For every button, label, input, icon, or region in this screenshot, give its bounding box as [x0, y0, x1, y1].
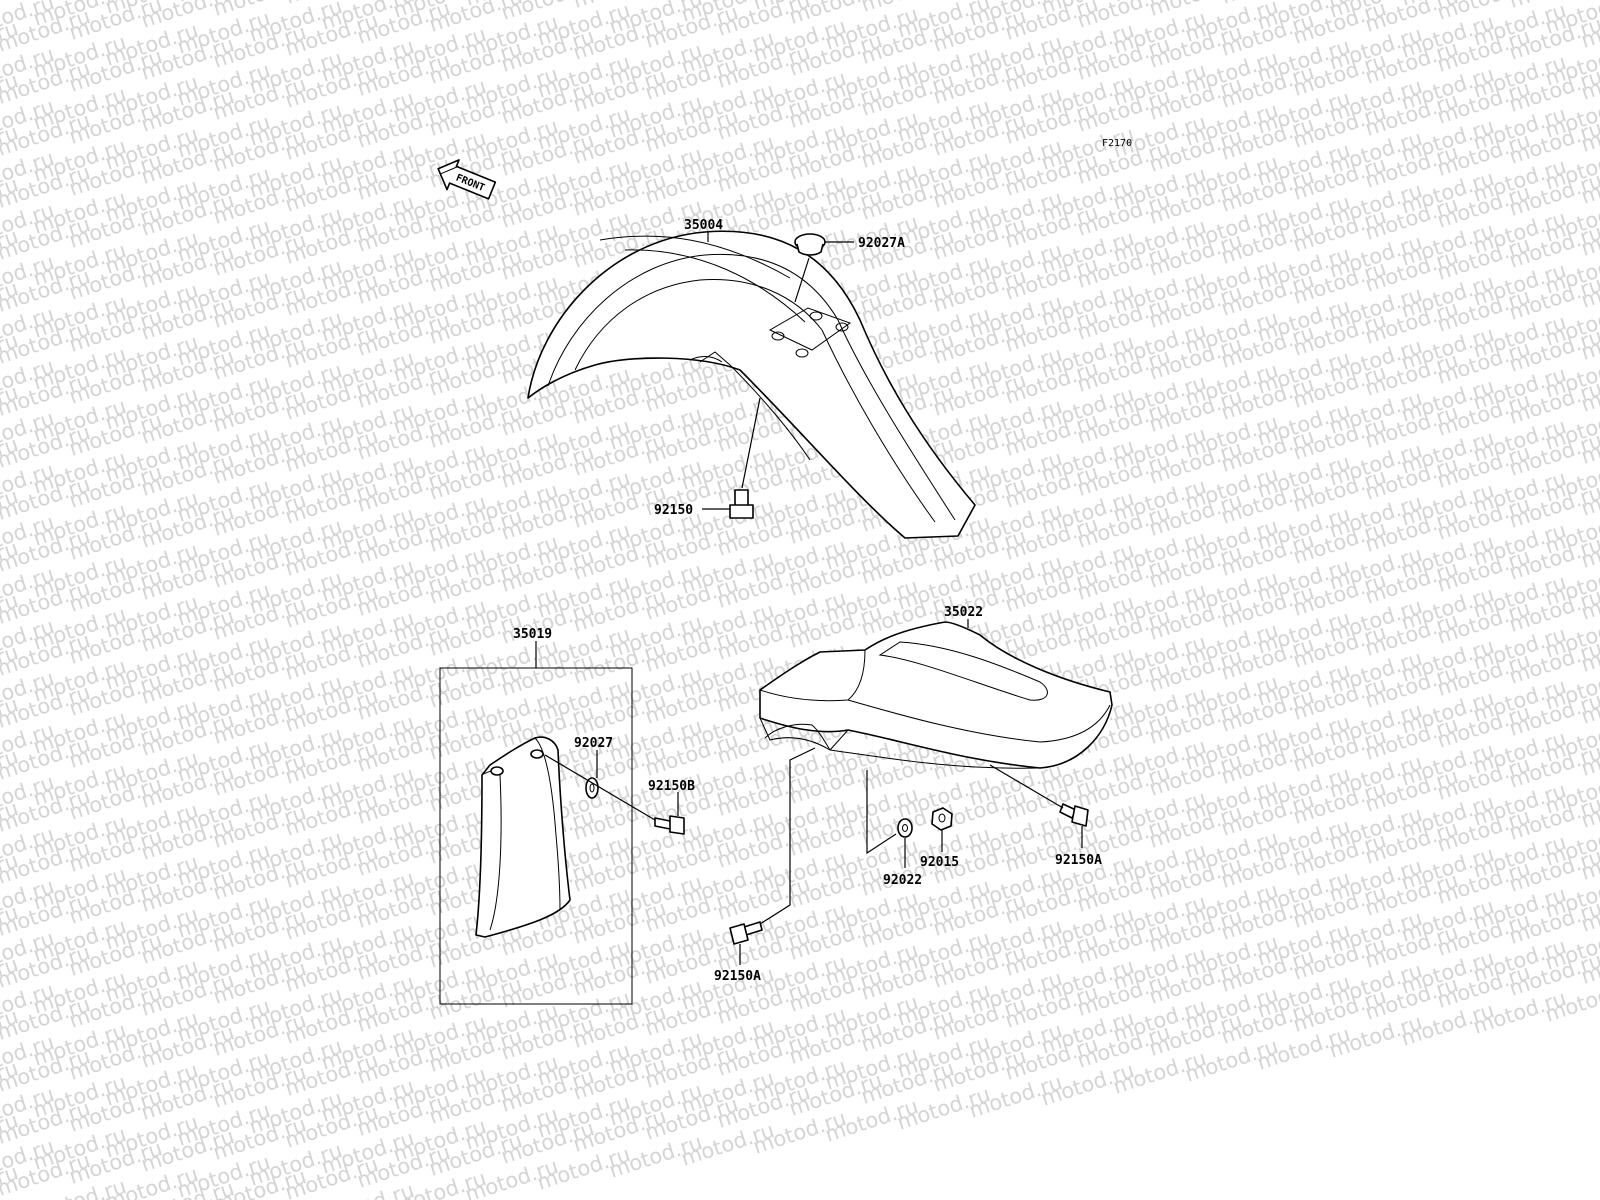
front-cap-part	[794, 233, 826, 256]
guard-plate-part	[475, 736, 571, 938]
guard-washer-part	[585, 777, 599, 799]
label-35022: 35022	[944, 605, 983, 620]
label-92015: 92015	[920, 855, 959, 870]
label-92150: 92150	[654, 503, 693, 518]
label-92150A-right: 92150A	[1055, 853, 1102, 868]
label-92027A: 92027A	[858, 236, 905, 251]
label-92022: 92022	[883, 873, 922, 888]
rear-nut-part	[931, 807, 953, 831]
label-92150B: 92150B	[648, 779, 695, 794]
label-92150A-left: 92150A	[714, 969, 761, 984]
figure-code: F2170	[1102, 138, 1132, 149]
label-35019: 35019	[513, 627, 552, 642]
label-35004: 35004	[684, 218, 723, 233]
rear-washer-part	[897, 818, 913, 838]
label-92027: 92027	[574, 736, 613, 751]
